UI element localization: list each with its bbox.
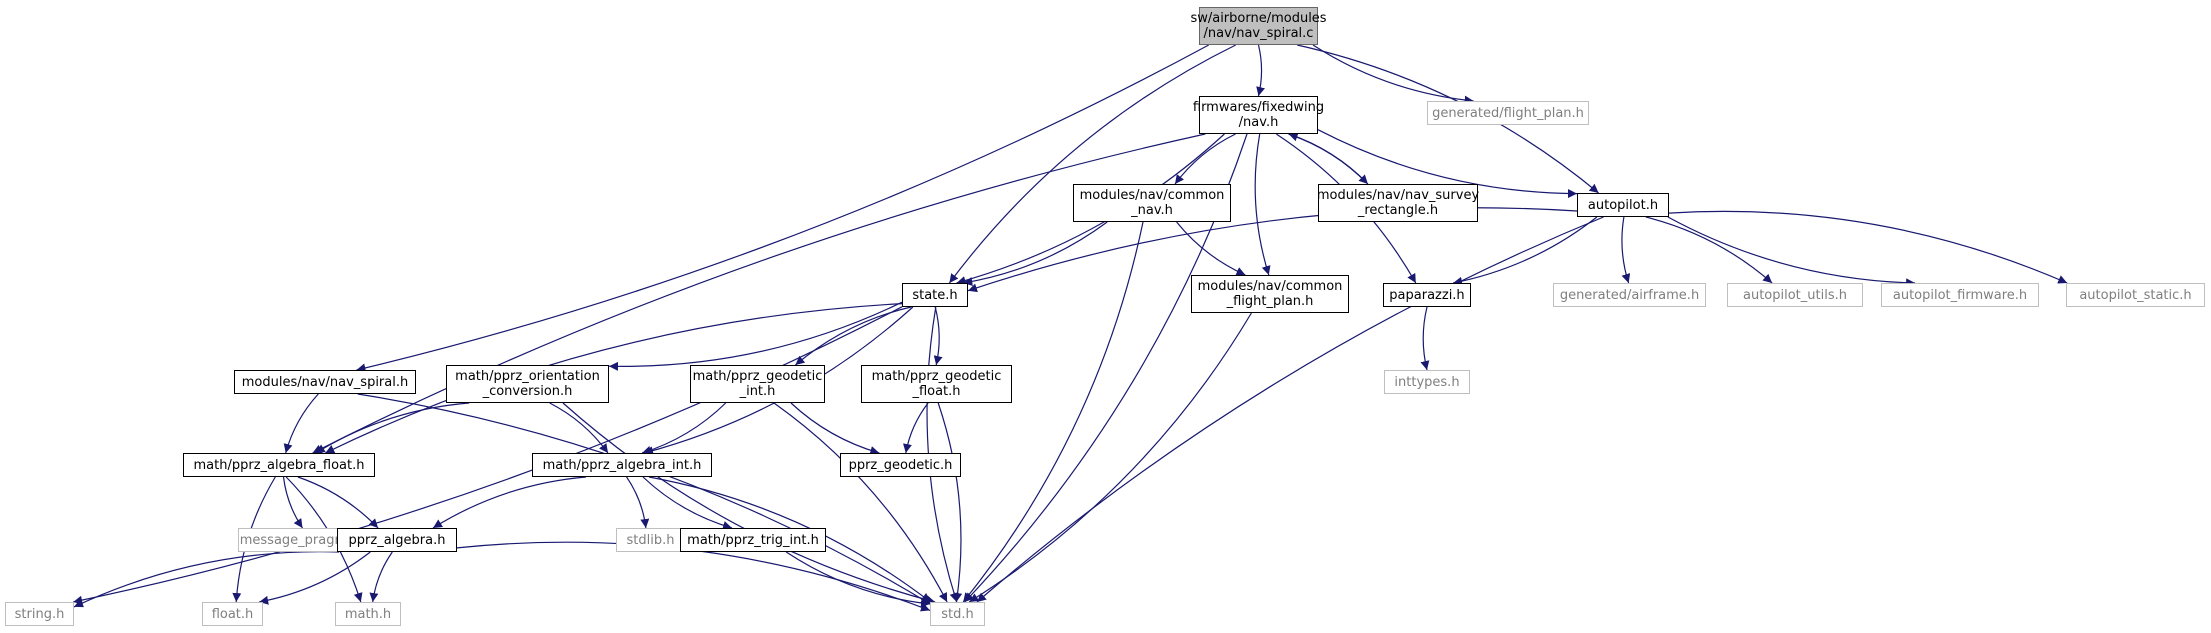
edge-nav-h-to-survey-rect-h	[1288, 133, 1369, 185]
edge-nav-spiral-h-to-alg-float-h	[283, 393, 319, 454]
edge-pprz-algebra-h-to-math-h	[369, 551, 393, 603]
node-nav-spiral-h[interactable]: modules/nav/nav_spiral.h	[234, 370, 416, 394]
node-common-fp-h[interactable]: modules/nav/common _flight_plan.h	[1191, 275, 1349, 313]
edge-geo-float-h-to-std-h	[937, 402, 963, 603]
edge-pprz-algebra-h-to-std-h	[456, 541, 931, 612]
edge-autopilot-h-to-ap-static-h	[1668, 210, 2068, 284]
edge-common-fp-h-to-std-h	[968, 312, 1252, 603]
node-state-h[interactable]: state.h	[902, 283, 968, 307]
node-ap-utils-h: autopilot_utils.h	[1727, 283, 1863, 307]
edge-nav-spiral-c-to-flight-plan-h	[1312, 44, 1474, 105]
edge-survey-rect-h-to-nav-h	[1288, 132, 1369, 185]
edge-autopilot-h-to-ap-firmware-h	[1667, 216, 1916, 288]
edge-nav-spiral-c-to-state-h	[948, 44, 1236, 284]
edge-state-h-to-orient-conv-h	[608, 301, 903, 371]
edge-geo-int-h-to-alg-int-h	[641, 402, 727, 455]
edge-alg-int-h-to-std-h	[648, 476, 931, 603]
edge-orient-conv-h-to-std-h	[562, 402, 936, 605]
node-survey-rect-h[interactable]: modules/nav/nav_survey _rectangle.h	[1317, 184, 1479, 222]
node-common-nav-h[interactable]: modules/nav/common _nav.h	[1073, 184, 1231, 222]
node-trig-int-h[interactable]: math/pprz_trig_int.h	[680, 528, 826, 552]
edge-alg-int-h-to-trig-int-h	[642, 476, 733, 530]
node-airframe-h: generated/airframe.h	[1553, 283, 1706, 307]
node-ap-firmware-h: autopilot_firmware.h	[1881, 283, 2039, 307]
node-stdlib-h: stdlib.h	[616, 528, 685, 552]
edge-autopilot-h-to-paparazzi-h	[1452, 216, 1598, 286]
edge-geo-float-h-to-pprz-geodetic-h	[903, 402, 929, 454]
edge-nav-h-to-common-fp-h	[1254, 133, 1271, 276]
node-nav-spiral-c: sw/airborne/modules /nav/nav_spiral.c	[1190, 7, 1327, 45]
node-flight-plan-h: generated/flight_plan.h	[1427, 101, 1589, 125]
edge-orient-conv-h-to-alg-float-h	[315, 402, 470, 454]
edge-alg-int-h-to-pprz-algebra-h	[432, 476, 587, 529]
edge-state-h-to-geo-float-h	[933, 306, 943, 366]
edge-nav-h-to-state-h	[956, 133, 1225, 285]
node-std-h: std.h	[930, 602, 985, 626]
edge-pprz-algebra-h-to-float-h	[259, 551, 371, 605]
edge-common-nav-h-to-std-h	[962, 221, 1144, 603]
node-alg-int-h[interactable]: math/pprz_algebra_int.h	[532, 453, 712, 477]
edge-alg-int-h-to-stdlib-h	[626, 476, 650, 529]
edge-state-h-to-geo-int-h	[795, 306, 912, 366]
edge-alg-float-h-to-msg-pragmas-h	[282, 476, 303, 529]
edge-autopilot-h-to-ap-utils-h	[1645, 216, 1773, 284]
edge-common-nav-h-to-state-h	[963, 221, 1108, 286]
edge-nav-h-to-alg-float-h	[312, 133, 1206, 454]
edge-geo-int-h-to-pprz-geodetic-h	[790, 402, 880, 455]
node-inttypes-h: inttypes.h	[1384, 370, 1470, 394]
node-pprz-geodetic-h[interactable]: pprz_geodetic.h	[840, 453, 961, 477]
edge-alg-float-h-to-pprz-algebra-h	[297, 476, 379, 529]
edge-orient-conv-h-to-alg-int-h	[549, 402, 609, 454]
edge-state-h-to-alg-float-h	[325, 303, 903, 454]
edge-paparazzi-h-to-inttypes-h	[1420, 306, 1430, 371]
node-geo-int-h[interactable]: math/pprz_geodetic _int.h	[690, 365, 825, 403]
edge-nav-h-to-autopilot-h	[1317, 129, 1578, 199]
node-orient-conv-h[interactable]: math/pprz_orientation _conversion.h	[446, 365, 609, 403]
edge-nav-spiral-h-to-std-h	[357, 393, 931, 605]
edge-nav-h-to-common-nav-h	[1174, 133, 1236, 185]
node-float-h: float.h	[202, 602, 263, 626]
node-math-h: math.h	[335, 602, 401, 626]
edge-autopilot-h-to-airframe-h	[1621, 216, 1631, 284]
edge-state-h-to-string-h	[73, 306, 903, 605]
node-ap-static-h: autopilot_static.h	[2066, 283, 2205, 307]
edge-pprz-algebra-h-to-string-h	[73, 551, 340, 608]
node-alg-float-h[interactable]: math/pprz_algebra_float.h	[183, 453, 375, 477]
edge-nav-spiral-c-to-autopilot-h	[1297, 44, 1599, 194]
node-geo-float-h[interactable]: math/pprz_geodetic _float.h	[861, 365, 1012, 403]
edge-geo-int-h-to-std-h	[773, 402, 948, 603]
edge-common-nav-h-to-common-fp-h	[1176, 221, 1246, 276]
node-string-h: string.h	[5, 602, 74, 626]
edge-autopilot-h-to-std-h	[976, 216, 1604, 603]
node-paparazzi-h[interactable]: paparazzi.h	[1383, 283, 1471, 307]
node-pprz-algebra-h[interactable]: pprz_algebra.h	[337, 528, 457, 552]
edge-trig-int-h-to-std-h	[785, 551, 931, 608]
node-autopilot-h[interactable]: autopilot.h	[1577, 193, 1669, 217]
edge-autopilot-h-to-state-h	[967, 207, 1578, 293]
edge-nav-spiral-c-to-nav-h	[1256, 44, 1265, 97]
node-nav-h[interactable]: firmwares/fixedwing /nav.h	[1193, 96, 1324, 134]
edge-nav-spiral-c-to-nav-spiral-h	[356, 44, 1209, 373]
